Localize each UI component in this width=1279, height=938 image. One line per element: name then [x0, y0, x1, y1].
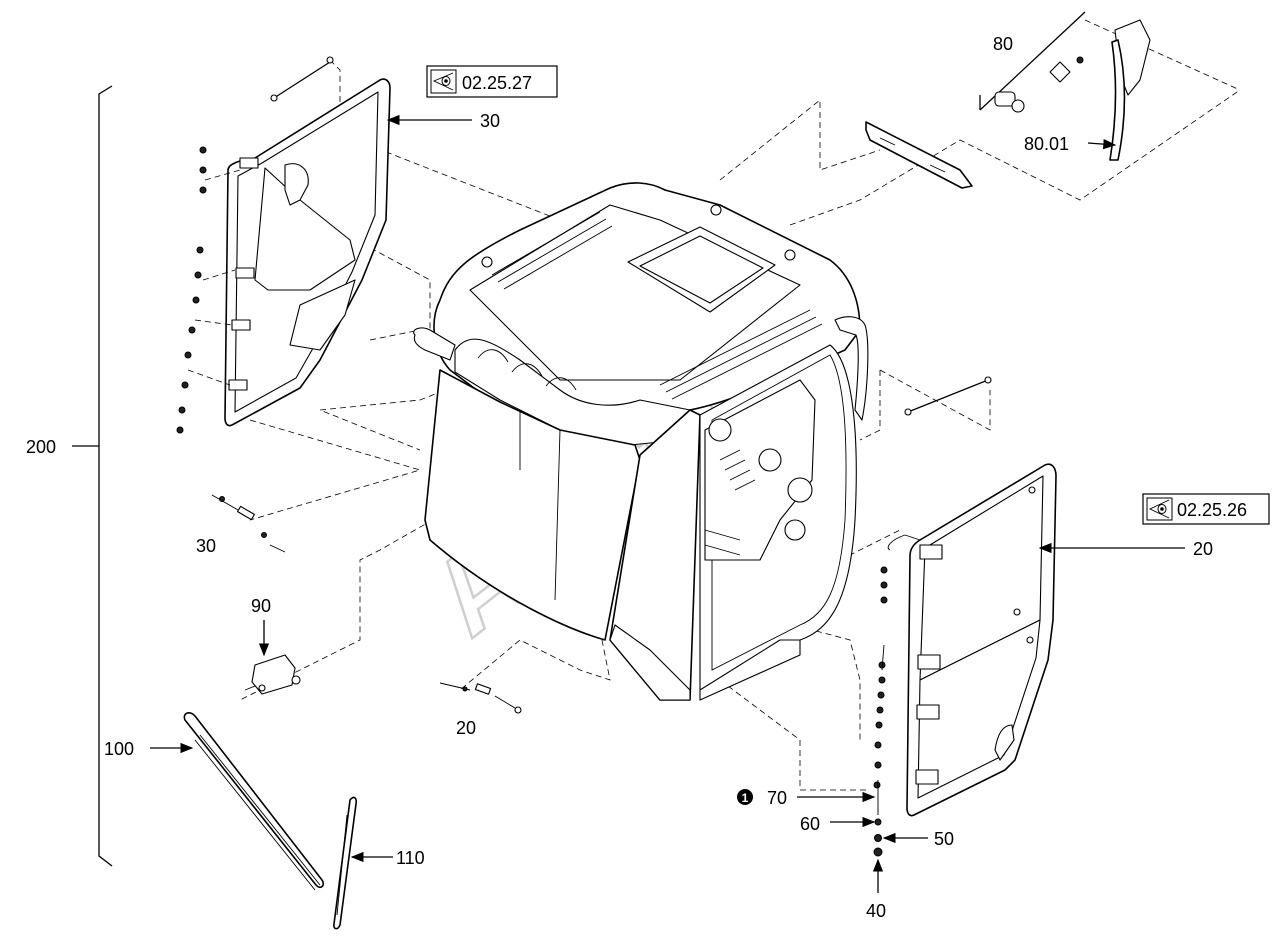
callout-80: 80	[993, 34, 1013, 54]
washer-block-part-90[interactable]: 90	[244, 596, 301, 695]
eye-view-icon	[1148, 499, 1170, 519]
callout-50: 50	[934, 829, 954, 849]
reference-label: 02.25.27	[462, 73, 532, 93]
callout-100: 100	[104, 739, 134, 759]
cab-body	[413, 182, 869, 701]
callout-20-pins: 20	[456, 718, 476, 738]
callout-90: 90	[251, 596, 271, 616]
reference-label: 02.25.26	[1177, 500, 1247, 520]
wiper-blade-part-110[interactable]: 110	[333, 796, 425, 930]
callout-70: 70	[767, 788, 787, 808]
left-door-part-30[interactable]	[176, 56, 391, 434]
right-door-part-20[interactable]	[873, 376, 1057, 857]
roof-deflector-strip	[865, 121, 973, 189]
callout-80-01: 80.01	[1024, 134, 1069, 154]
callout-30-pins: 30	[196, 536, 216, 556]
callout-20-door: 20	[1193, 539, 1213, 559]
reference-box-02-25-27[interactable]: 02.25.27	[426, 65, 558, 98]
rear-wiper-motor-80[interactable]: 80	[979, 11, 1151, 161]
hinge-pin-set-30: 30	[196, 494, 286, 556]
callout-60: 60	[800, 814, 820, 834]
reference-box-02-25-26[interactable]: 02.25.26	[1142, 493, 1270, 525]
callout-200: 200	[26, 437, 56, 457]
callout-40: 40	[866, 901, 886, 921]
fastener-callouts: 1 70 60 50 40	[737, 788, 954, 921]
callout-110: 110	[396, 848, 425, 868]
note-marker-icon: 1	[737, 789, 753, 805]
callout-30-door: 30	[480, 111, 500, 131]
svg-text:1: 1	[742, 791, 749, 805]
hinge-pin-set-20: 20	[439, 682, 522, 738]
wiper-arm-part-100[interactable]: 100	[104, 711, 325, 891]
assembly-bracket-200: 200	[26, 85, 113, 867]
eye-view-icon	[432, 72, 454, 91]
